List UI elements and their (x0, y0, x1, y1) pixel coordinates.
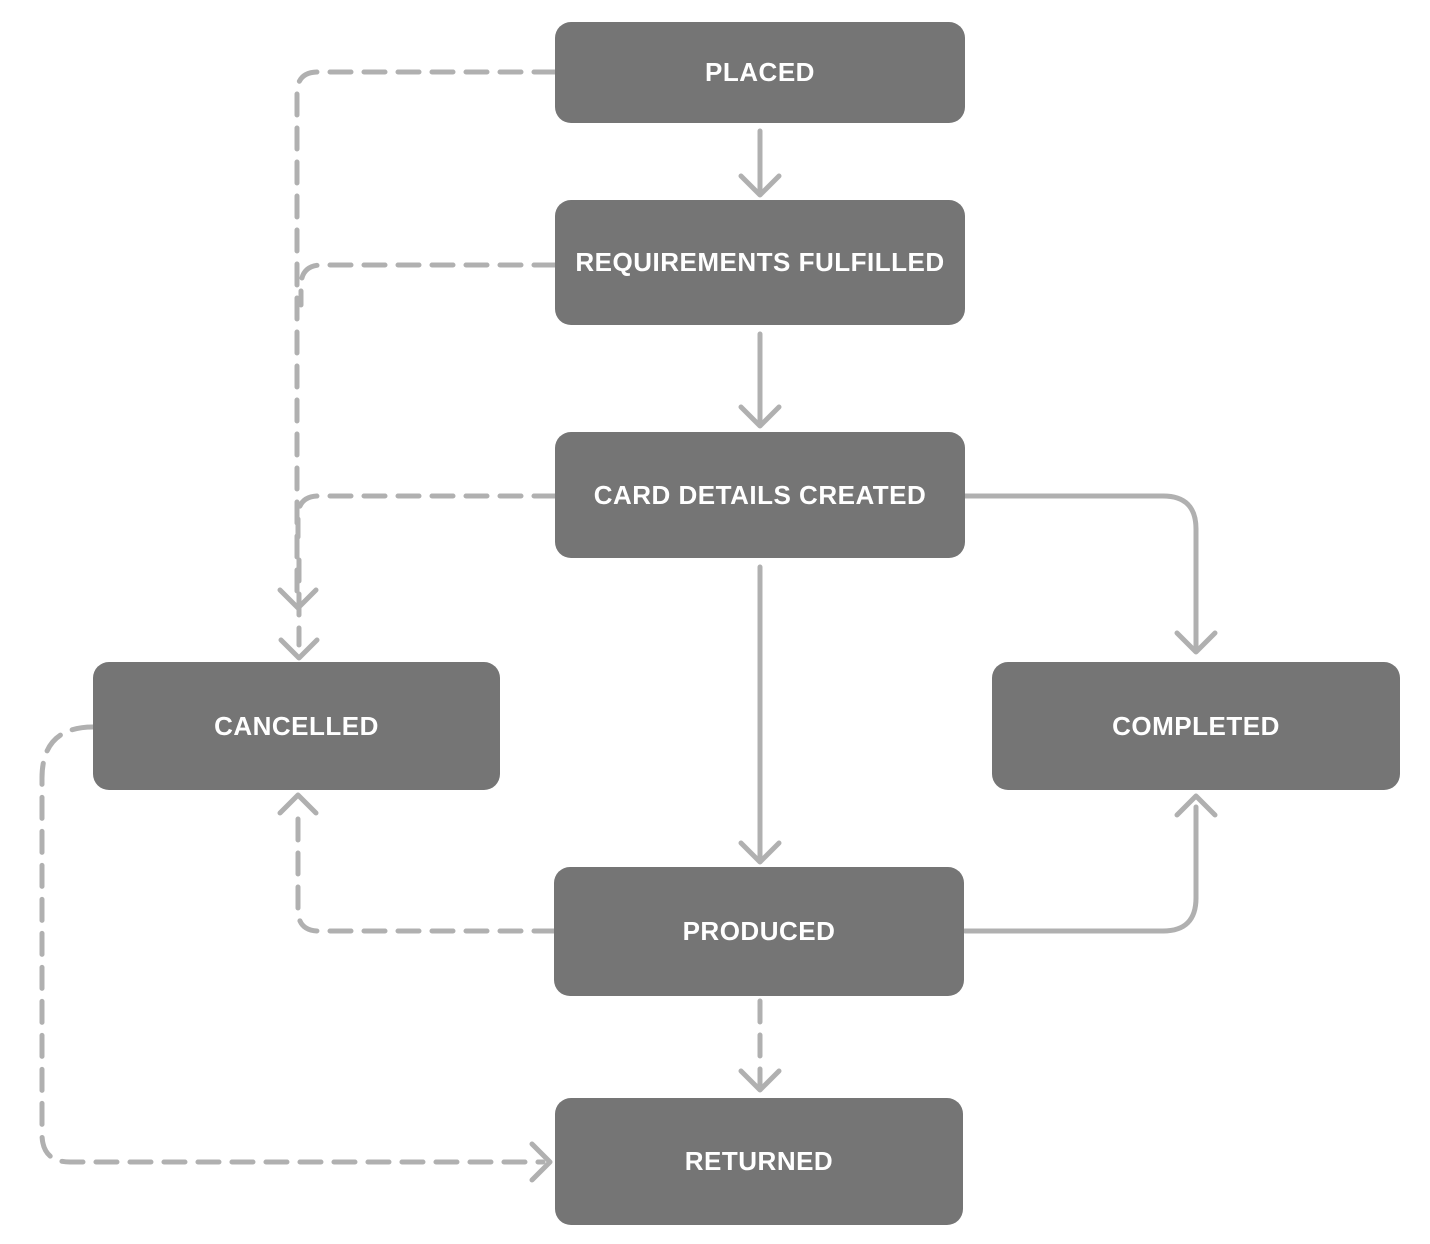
edge-card-details-created-to-completed (962, 493, 1218, 655)
arrowhead-up-icon (277, 792, 319, 816)
edge-produced-to-cancelled (277, 792, 558, 934)
arrowhead-right-icon (529, 1141, 553, 1183)
edge-card-details-created-to-cancelled (295, 493, 558, 540)
node-returned: RETURNED (555, 1098, 963, 1225)
edge-produced-to-returned (738, 998, 782, 1093)
node-placed-label: PLACED (705, 57, 815, 87)
edge-placed-to-cancelled (277, 69, 558, 611)
edge-cancelled-to-returned (39, 724, 553, 1183)
arrowhead-down-icon (738, 404, 782, 429)
node-card-details-created-label: CARD DETAILS CREATED (593, 479, 927, 510)
node-card-details-created: CARD DETAILS CREATED (555, 432, 965, 558)
edge-card-details-created-to-produced (738, 564, 782, 865)
arrowhead-down-icon (738, 173, 782, 198)
node-produced-label: PRODUCED (682, 916, 836, 946)
node-requirements-fulfilled: REQUIREMENTS FULFILLED (555, 200, 965, 325)
node-returned-label: RETURNED (684, 1146, 834, 1176)
node-cancelled-label: CANCELLED (214, 710, 379, 741)
node-cancelled: CANCELLED (93, 662, 500, 790)
edge-requirements-fulfilled-to-card-details-created (738, 331, 782, 429)
node-requirements-fulfilled-label: REQUIREMENTS FULFILLED (575, 247, 945, 277)
node-completed-label: COMPLETED (1112, 710, 1280, 741)
edge-produced-to-completed (962, 793, 1218, 934)
arrowhead-down-icon (738, 1068, 782, 1093)
arrowhead-down-icon (738, 840, 782, 865)
edge-requirements-fulfilled-to-cancelled (278, 262, 558, 661)
arrowhead-down-icon (278, 637, 320, 661)
node-produced: PRODUCED (554, 867, 964, 996)
edge-placed-to-requirements-fulfilled (738, 128, 782, 198)
arrowhead-down-icon (1174, 630, 1218, 655)
node-completed: COMPLETED (992, 662, 1400, 790)
node-placed: PLACED (555, 22, 965, 123)
arrowhead-up-icon (1174, 793, 1218, 818)
